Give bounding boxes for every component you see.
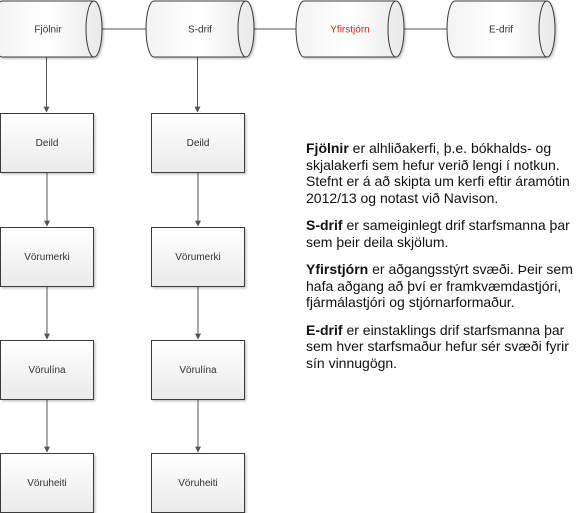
database-cylinder-end	[237, 0, 247, 58]
process-box-label: Vörulína	[179, 365, 217, 376]
description-fjolnir: Fjölnir er alhliðakerfi, þ.e. bókhalds- …	[306, 140, 580, 206]
process-box-1-0: Deild	[151, 113, 245, 173]
description-term: E-drif	[306, 321, 343, 338]
process-box-shape	[0, 227, 94, 287]
process-box-shape	[0, 113, 94, 173]
database-label: Fjölnir	[34, 25, 62, 36]
database-cylinder-end	[85, 0, 95, 58]
process-box-label: Vörulína	[28, 365, 66, 376]
description-text: er einstaklings drif starfsmanna þar sem…	[306, 321, 569, 371]
database-label: Yfirstjórn	[330, 25, 369, 36]
database-label: S-drif	[188, 25, 212, 36]
process-box-label: Deild	[36, 138, 59, 149]
process-box-0-0: Deild	[0, 113, 94, 173]
process-box-label: Deild	[187, 138, 210, 149]
database-nodes: Fjölnir S-drif Yfirstjórn E-drif	[0, 0, 556, 58]
description-panel: Fjölnir er alhliðakerfi, þ.e. bókhalds- …	[306, 140, 580, 382]
process-box-label: Vörumerki	[175, 252, 221, 263]
process-box-label: Vöruheiti	[178, 478, 217, 489]
process-box-shape	[151, 113, 245, 173]
process-box-shape	[151, 227, 245, 287]
process-box-shape	[151, 340, 245, 400]
database-label: E-drif	[489, 25, 513, 36]
process-box-label: Vörumerki	[24, 252, 70, 263]
description-text: er aðgangsstýrt svæði. Þeir sem hafa aðg…	[306, 261, 573, 310]
process-box-1-1: Vörumerki	[151, 227, 245, 287]
description-term: Fjölnir	[306, 140, 349, 156]
description-yfirstjorn: Yfirstjórn er aðgangsstýrt svæði. Þeir s…	[306, 261, 580, 311]
process-box-1-2: Vörulína	[151, 340, 245, 400]
process-box-shape	[151, 453, 245, 513]
connector-lines	[43, 28, 501, 453]
process-box-0-3: Vöruheiti	[0, 453, 94, 513]
process-box-0-2: Vörulína	[0, 340, 94, 400]
description-text: er alhliðakerfi, þ.e. bókhalds- og skjal…	[306, 140, 570, 206]
database-edrif: E-drif	[446, 0, 556, 58]
database-sdrif: S-drif	[145, 0, 255, 58]
database-cylinder-end	[387, 0, 397, 58]
database-cylinder-end	[538, 0, 548, 58]
database-yfirstjorn: Yfirstjórn	[295, 0, 405, 58]
description-edrif: E-drif er einstaklings drif starfsmanna …	[306, 322, 580, 372]
description-term: Yfirstjórn	[306, 261, 369, 277]
process-box-label: Vöruheiti	[27, 478, 66, 489]
description-text: er sameiginlegt drif starfsmanna þar sem…	[306, 217, 570, 250]
process-box-shape	[0, 340, 94, 400]
database-fjolnir: Fjölnir	[0, 0, 103, 58]
process-box-1-3: Vöruheiti	[151, 453, 245, 513]
process-box-shape	[0, 453, 94, 513]
description-sdrif: S-drif er sameiginlegt drif starfsmanna …	[306, 217, 580, 250]
description-term: S-drif	[306, 217, 343, 233]
process-box-0-1: Vörumerki	[0, 227, 94, 287]
